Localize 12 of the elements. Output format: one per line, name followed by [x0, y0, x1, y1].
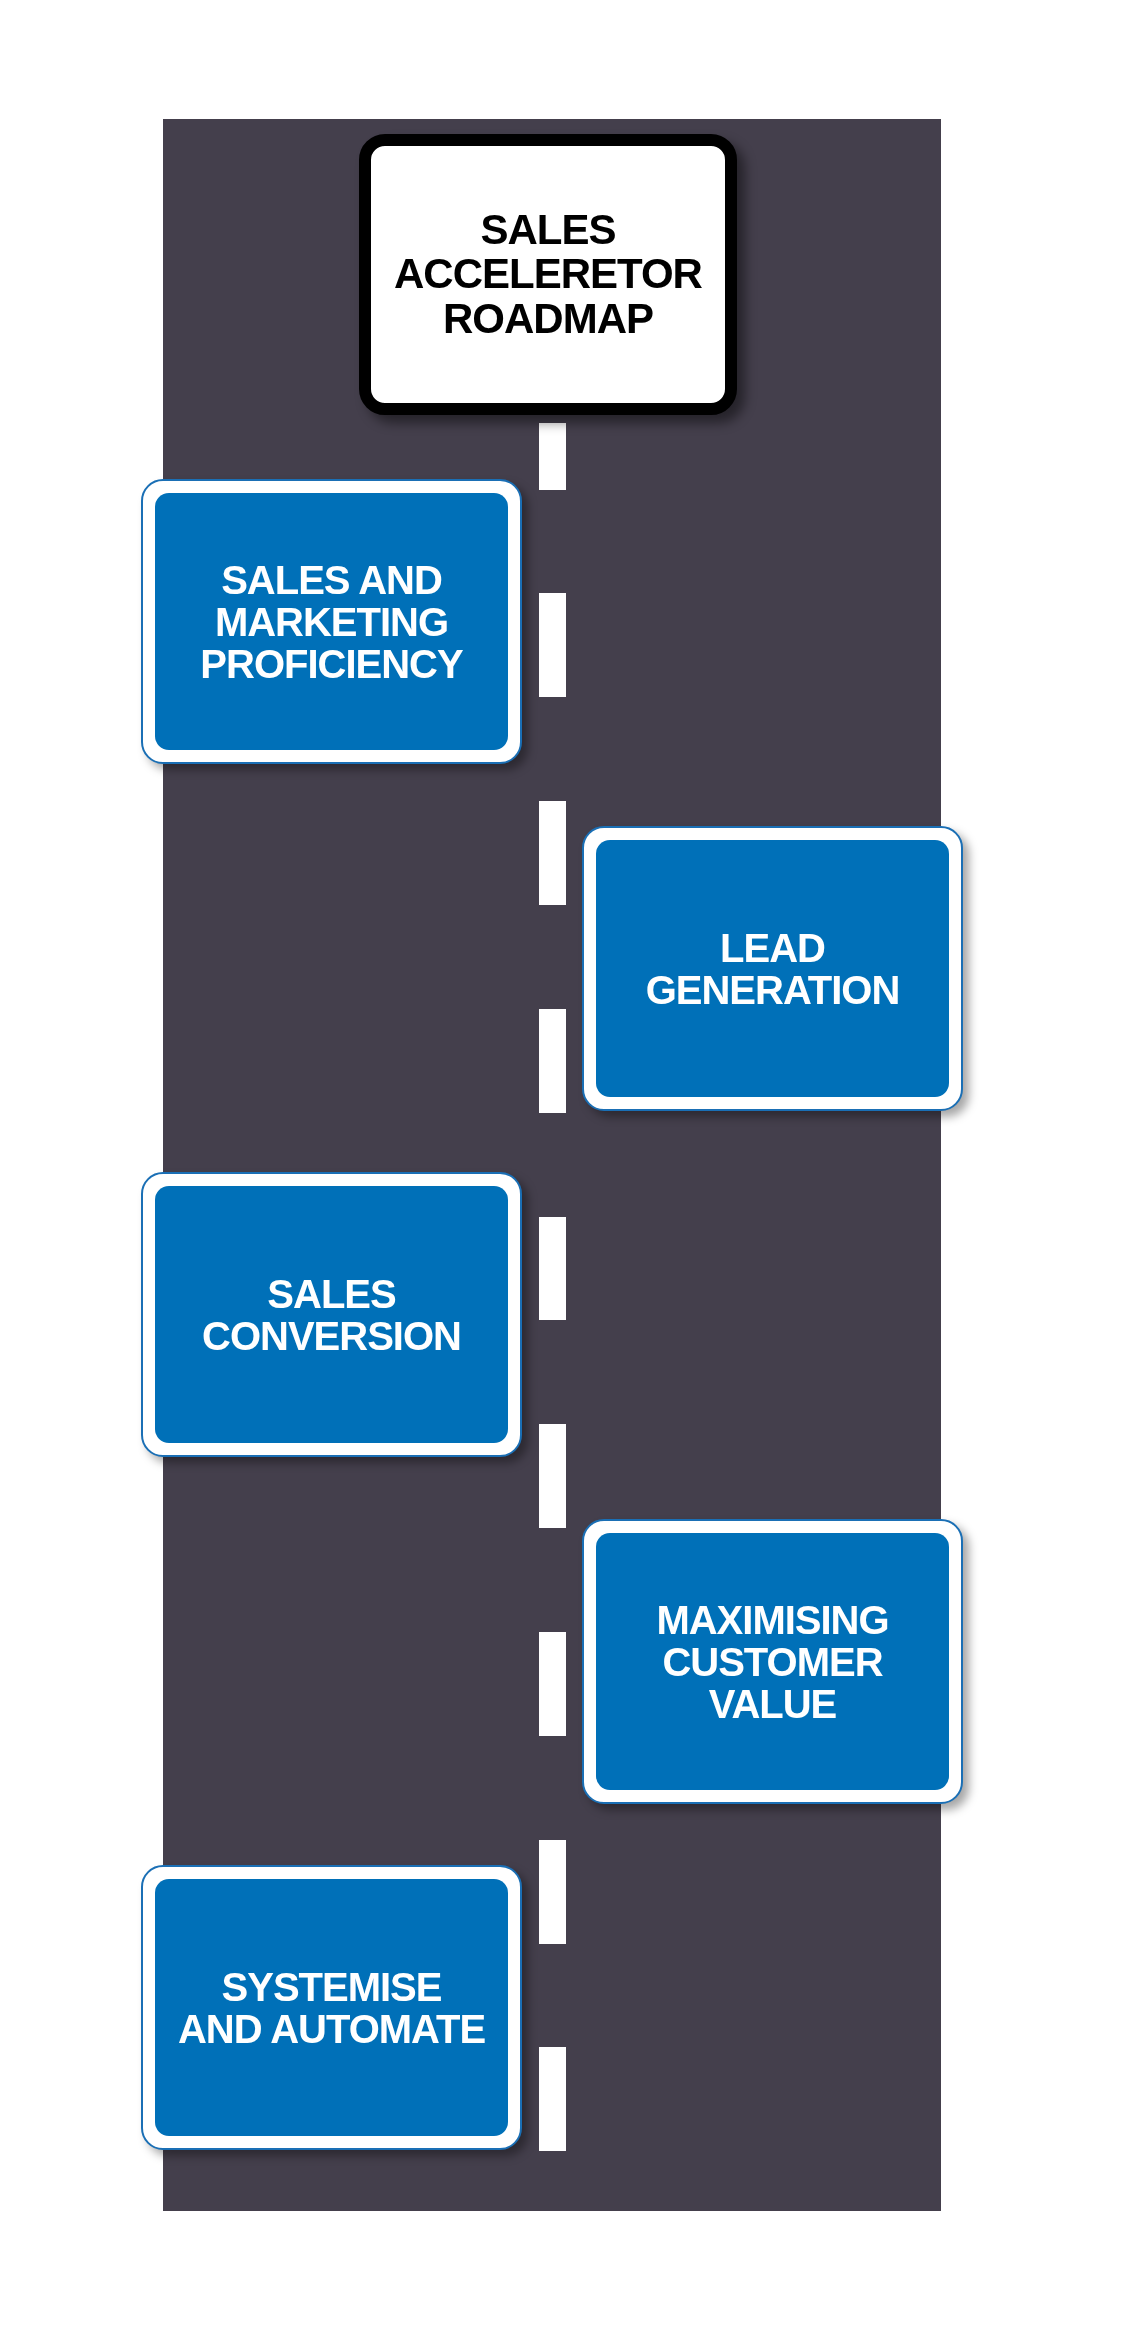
- step-panel: [141, 1172, 522, 1457]
- roadmap-heading: SALES ACCELERETOR ROADMAP: [393, 208, 703, 341]
- step-panel: [141, 479, 522, 764]
- step-label: LEAD GENERATION: [644, 926, 901, 1011]
- step-label: SALES CONVERSION: [201, 1272, 462, 1357]
- step-panel: [141, 1865, 522, 2150]
- step-label: SYSTEMISE AND AUTOMATE: [176, 1965, 487, 2050]
- step-label: SALES AND MARKETING PROFICIENCY: [199, 558, 464, 685]
- step-label: MAXIMISING CUSTOMER VALUE: [655, 1598, 890, 1725]
- road-sign: [359, 134, 737, 415]
- step-panel: [582, 826, 963, 1111]
- step-panel: [582, 1519, 963, 1804]
